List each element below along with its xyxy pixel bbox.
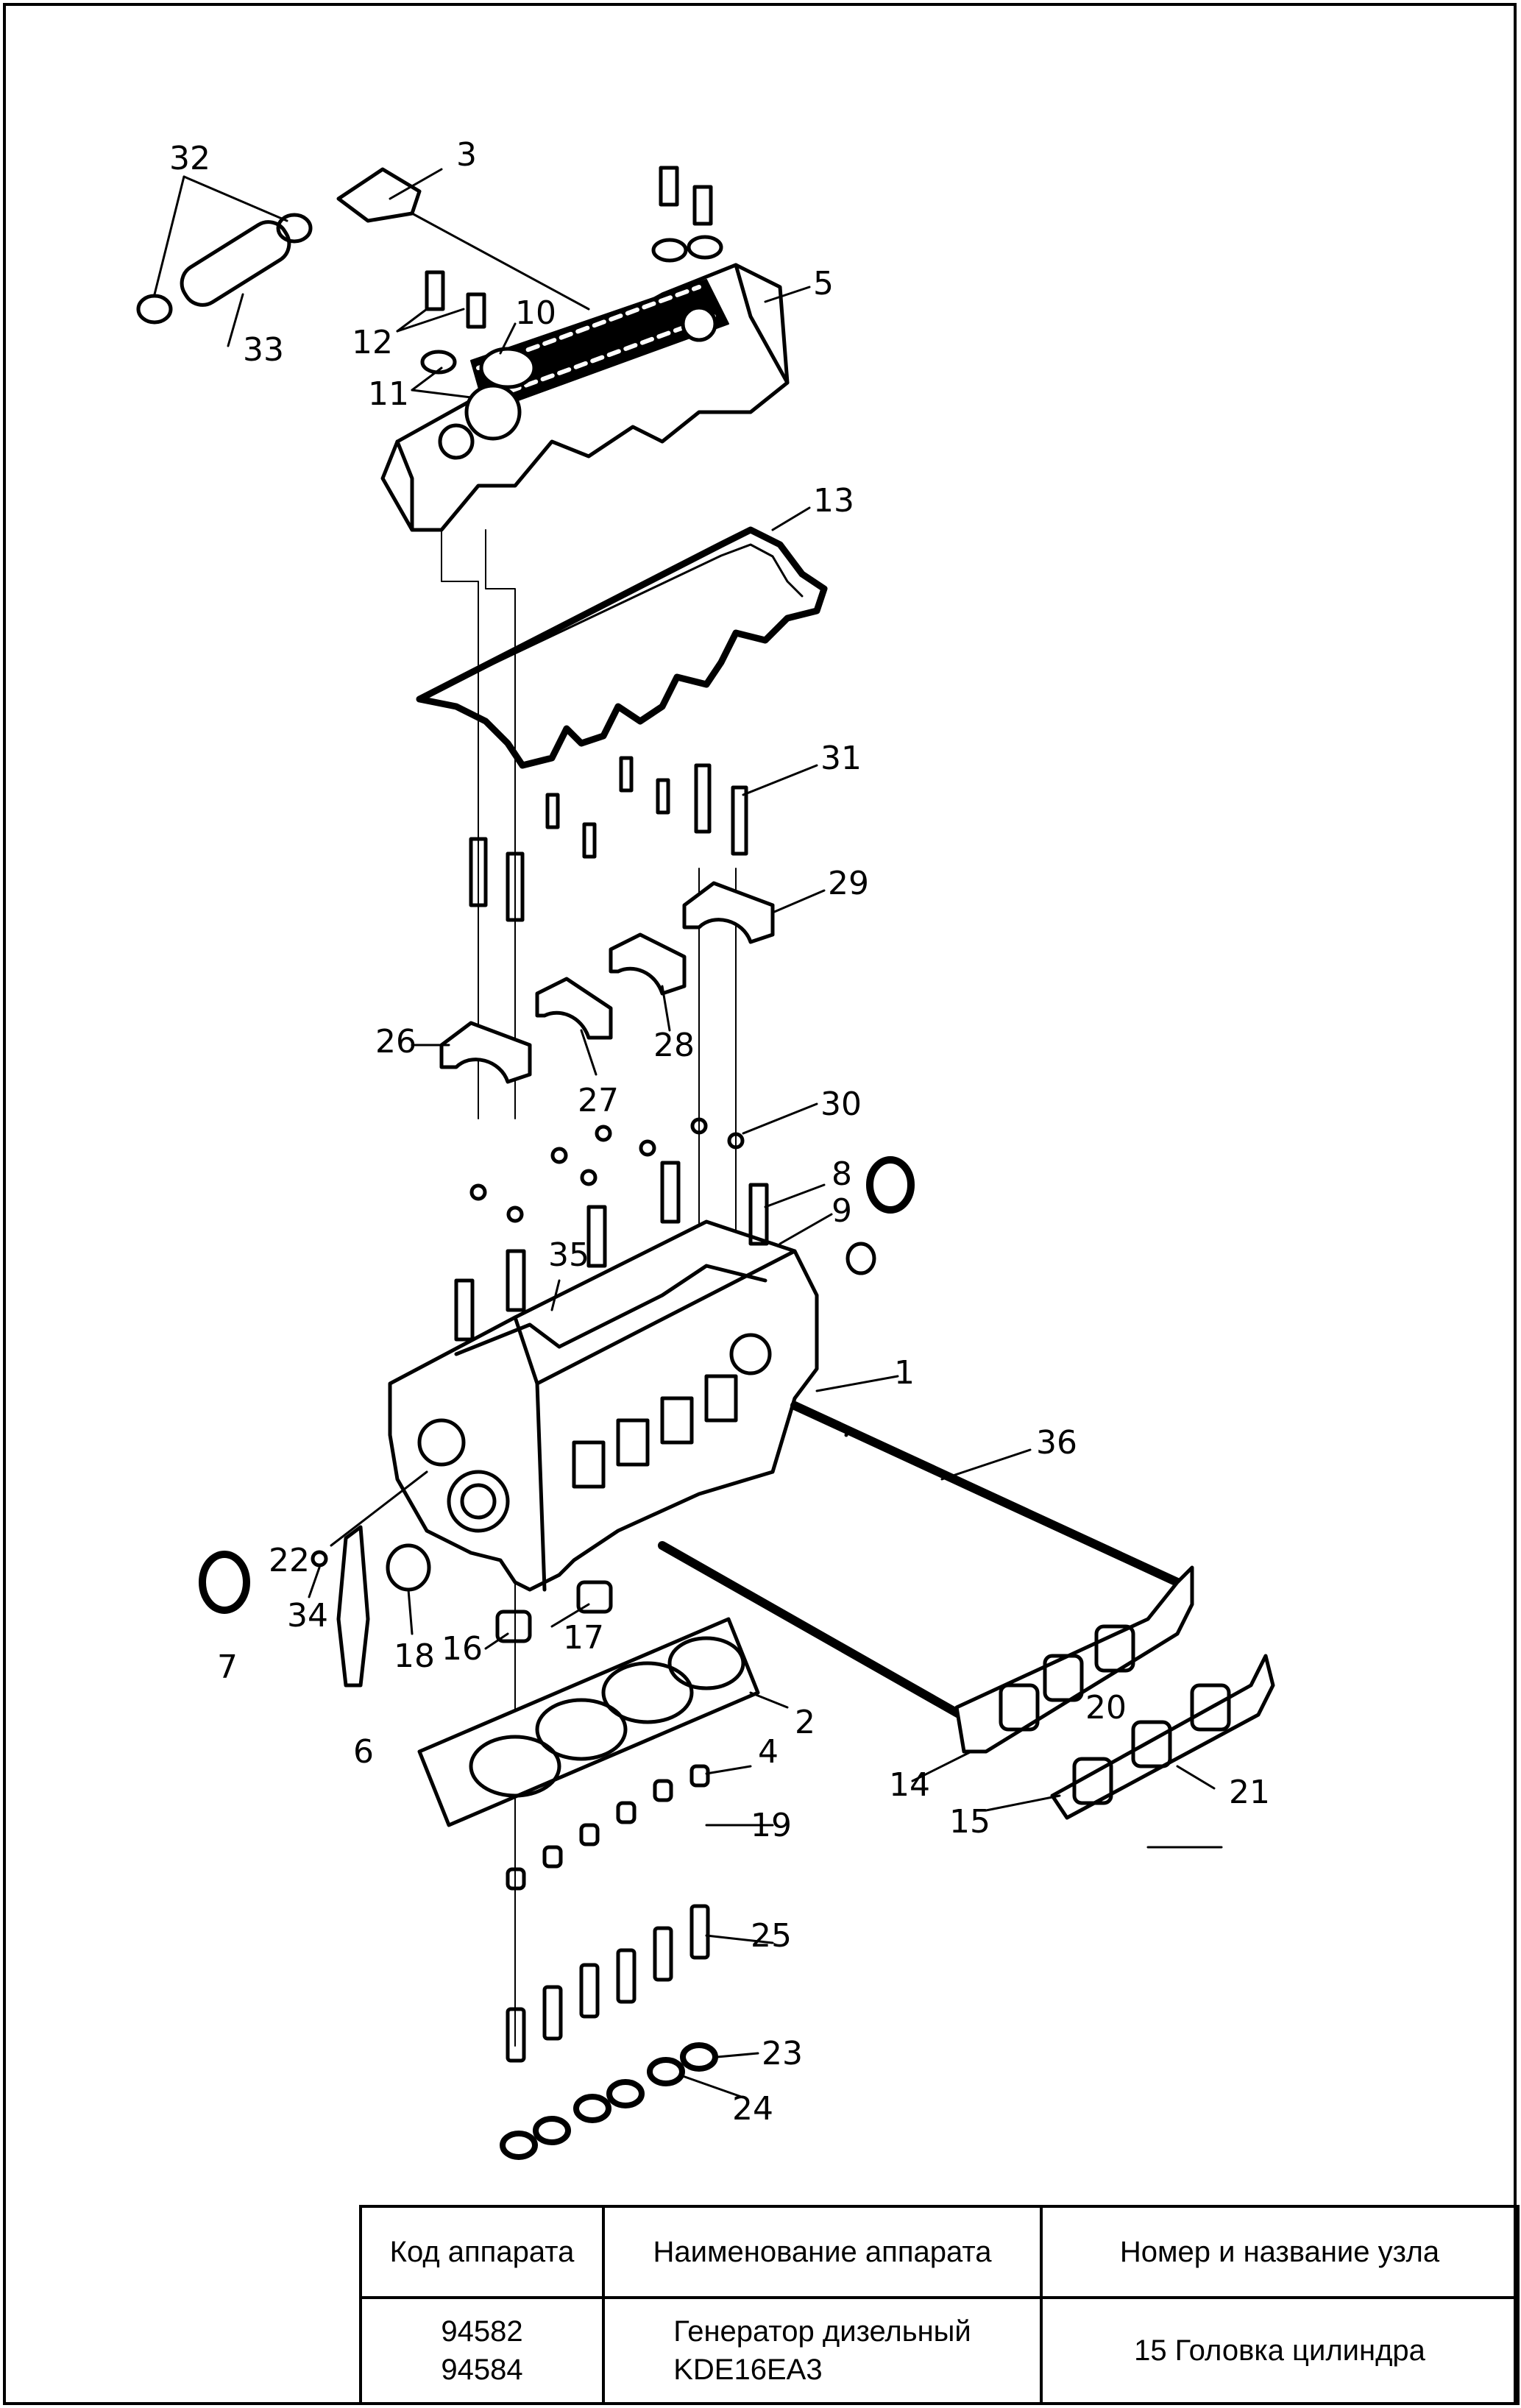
bolt-34: [311, 1550, 328, 1568]
callout-32: 32: [169, 140, 210, 177]
device-code-1: 94582: [441, 2315, 523, 2348]
device-name: Генератор дизельный KDE16EA3: [602, 2296, 1043, 2405]
callout-7: 7: [217, 1649, 238, 1686]
callout-13: 13: [813, 482, 854, 520]
header-assembly: Номер и название узла: [1040, 2205, 1520, 2299]
bearing-caps: [439, 881, 775, 1084]
exploded-view-drawing: 32 3 33 5 12 10 11 13 31 29 26 27 28 30 …: [136, 136, 1275, 2160]
title-block-header-row: Код аппарата Наименование аппарата Номер…: [359, 2205, 1520, 2299]
callout-36: 36: [1036, 1424, 1077, 1462]
device-name-line-1: Генератор дизельный: [673, 2315, 971, 2348]
title-block-data-row: 94582 94584 Генератор дизельный KDE16EA3…: [359, 2296, 1520, 2405]
callout-24: 24: [732, 2090, 773, 2128]
manifold-studs: [658, 1401, 1182, 1734]
callout-14: 14: [889, 1766, 930, 1804]
bracket: [336, 1525, 370, 1688]
callout-11: 11: [368, 375, 409, 413]
plug-18: [386, 1543, 431, 1592]
callout-33: 33: [243, 331, 284, 369]
callout-22: 22: [269, 1542, 310, 1579]
plug: [845, 1242, 876, 1275]
head-gasket: [417, 1617, 760, 1827]
callout-12: 12: [352, 324, 393, 361]
callout-15: 15: [949, 1803, 990, 1841]
hose-assembly: [136, 167, 590, 325]
plug-17: [576, 1580, 613, 1614]
leader-lines: [153, 168, 1223, 2099]
header-device-name: Наименование аппарата: [602, 2205, 1043, 2299]
callout-10: 10: [515, 294, 556, 332]
callout-31: 31: [820, 740, 862, 777]
front-seal: [199, 1551, 250, 1614]
callout-labels: 32 3 33 5 12 10 11 13 31 29 26 27 28 30 …: [169, 136, 1270, 2128]
callout-23: 23: [762, 2035, 803, 2072]
camshaft-seal: [866, 1156, 915, 1214]
callout-25: 25: [751, 1917, 792, 1955]
callout-20: 20: [1085, 1689, 1127, 1727]
callout-29: 29: [828, 865, 869, 902]
callout-27: 27: [578, 1082, 619, 1119]
callout-9: 9: [832, 1192, 852, 1230]
callout-35: 35: [548, 1236, 589, 1274]
callout-17: 17: [563, 1619, 604, 1657]
callout-1: 1: [894, 1354, 915, 1392]
cover-bolts: [420, 166, 723, 375]
nuts: [469, 1117, 745, 1223]
callout-30: 30: [820, 1086, 862, 1123]
device-code-2: 94584: [441, 2354, 523, 2386]
callout-16: 16: [442, 1630, 483, 1668]
callout-2: 2: [795, 1704, 815, 1741]
callout-19: 19: [751, 1807, 792, 1844]
device-name-line-2: KDE16EA3: [673, 2354, 823, 2386]
callout-21: 21: [1229, 1774, 1270, 1811]
callout-18: 18: [394, 1637, 435, 1675]
title-block: Код аппарата Наименование аппарата Номер…: [359, 2205, 1520, 2405]
valve-guides: [506, 1904, 710, 2063]
page-frame: [3, 3, 1517, 2405]
callout-28: 28: [653, 1027, 695, 1064]
callout-8: 8: [832, 1155, 852, 1193]
callout-6: 6: [353, 1733, 374, 1771]
device-codes: 94582 94584: [359, 2296, 605, 2405]
assembly-name: 15 Головка цилиндра: [1040, 2296, 1520, 2405]
callout-34: 34: [287, 1597, 328, 1635]
callout-5: 5: [813, 265, 834, 302]
intake-manifold-gasket: [1050, 1654, 1275, 1820]
valve-seat-rings: [500, 2042, 718, 2160]
valve-cover-gasket: [416, 526, 828, 769]
valve-cover: [380, 263, 790, 532]
header-device-code: Код аппарата: [359, 2205, 605, 2299]
valve-stem-seals: [506, 1764, 710, 1891]
plug-16: [495, 1610, 532, 1643]
cylinder-head: [388, 1161, 819, 1592]
bearing-cap-bolts: [469, 756, 748, 922]
callout-4: 4: [758, 1733, 779, 1771]
callout-3: 3: [456, 136, 477, 174]
callout-26: 26: [375, 1023, 416, 1060]
